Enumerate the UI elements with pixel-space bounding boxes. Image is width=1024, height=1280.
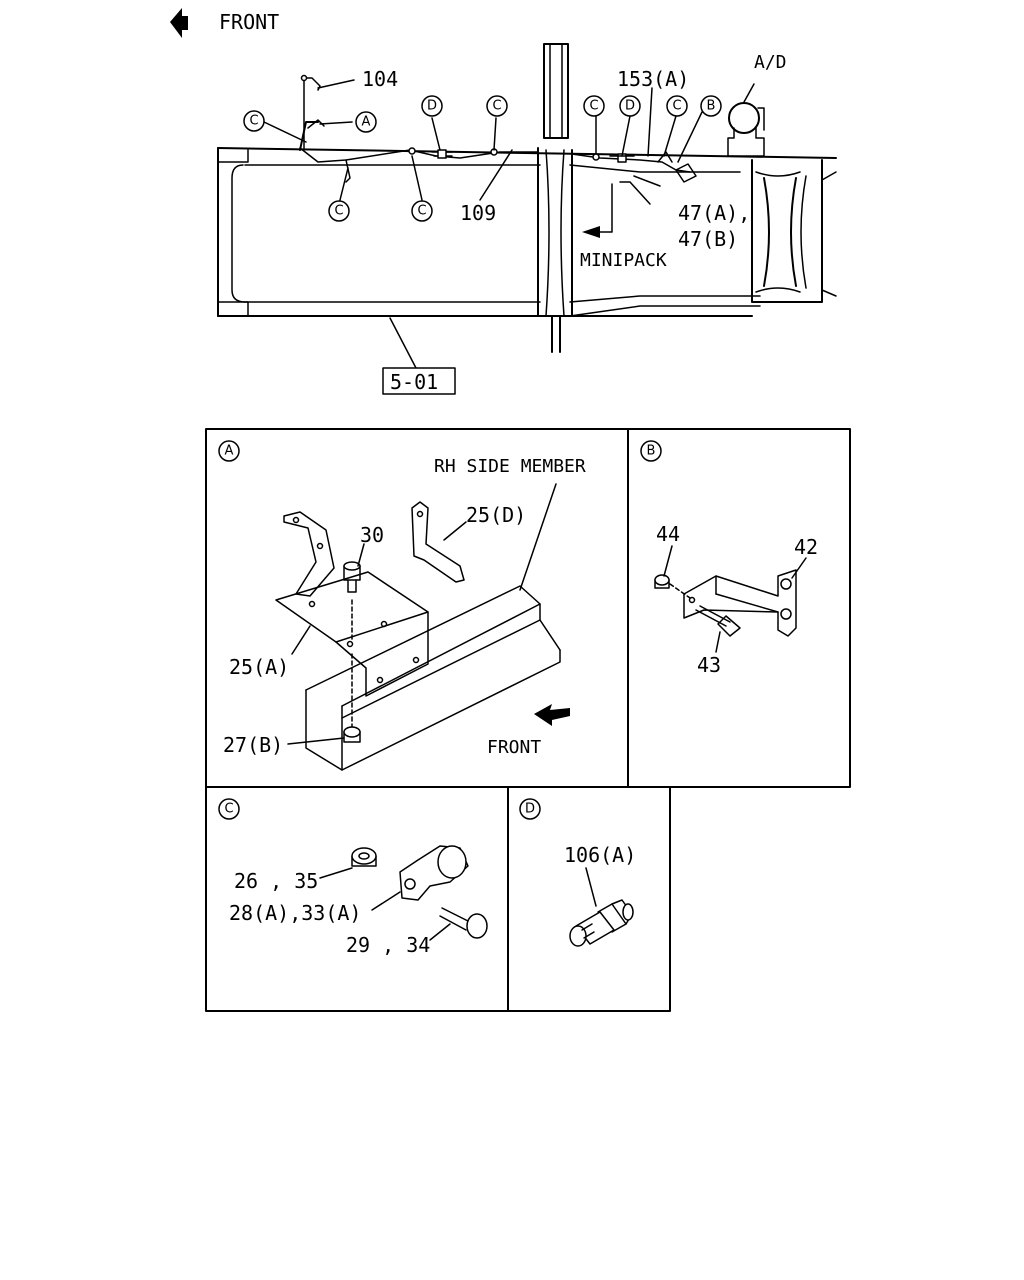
label-ref-5-01: 5-01 [390,370,438,394]
detail-c: C [218,798,488,941]
label-47b: 47(B) [678,227,738,251]
callout-c-6: C [666,95,688,117]
callout-c-2: C [486,95,508,117]
svg-text:C: C [672,99,681,114]
label-104: 104 [362,67,398,91]
label-44: 44 [656,522,680,546]
detail-c-tag: C [218,798,240,820]
svg-text:C: C [417,204,426,219]
callout-d-1: D [421,95,443,117]
svg-text:C: C [492,99,501,114]
svg-text:C: C [334,204,343,219]
label-43: 43 [697,653,721,677]
svg-text:C: C [224,802,233,817]
main-frame-view [217,43,837,395]
label-106a: 106(A) [564,843,636,867]
svg-text:D: D [625,99,635,114]
label-153a: 153(A) [617,67,689,91]
label-30: 30 [360,523,384,547]
callout-c-5: C [583,95,605,117]
svg-text:C: C [589,99,598,114]
callout-c-4: C [411,200,433,222]
front-arrow-icon [170,8,188,38]
label-front-detail-a: FRONT [487,737,541,758]
label-ad: A/D [754,52,787,73]
label-25d: 25(D) [466,503,526,527]
callout-c-1: C [243,110,265,132]
callout-b-1: B [700,95,722,117]
label-28a-33a: 28(A),33(A) [229,901,361,925]
front-label: FRONT [219,10,279,34]
label-42: 42 [794,535,818,559]
detail-a-tag: A [218,440,240,462]
detail-d: D [519,798,634,947]
label-47a: 47(A), [678,201,750,225]
label-25a: 25(A) [229,655,289,679]
svg-text:D: D [427,99,437,114]
label-minipack: MINIPACK [580,250,667,271]
detail-d-tag: D [519,798,541,820]
svg-text:A: A [225,444,234,459]
callout-a-1: A [355,111,377,133]
label-29-34: 29 , 34 [346,933,430,957]
label-109: 109 [460,201,496,225]
front-arrow-detail-icon [534,704,570,726]
detail-b: B [640,440,807,653]
svg-text:C: C [249,114,258,129]
label-27b: 27(B) [223,733,283,757]
svg-text:B: B [707,99,716,114]
detail-panels-frame [205,428,851,1012]
label-26-35: 26 , 35 [234,869,318,893]
svg-text:A: A [362,115,371,130]
svg-text:B: B [647,444,656,459]
label-rh-side-member: RH SIDE MEMBER [434,456,586,477]
detail-a: A [218,440,570,771]
svg-text:D: D [525,802,535,817]
detail-b-tag: B [640,440,662,462]
callout-c-3: C [328,200,350,222]
callout-d-2: D [619,95,641,117]
